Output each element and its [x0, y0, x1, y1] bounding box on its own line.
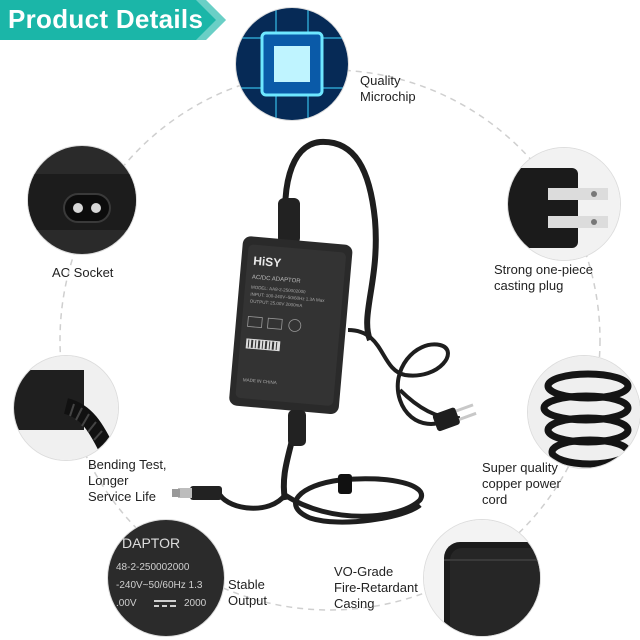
adapter-title: AC/DC ADAPTOR [252, 275, 302, 285]
label-cord: Super quality copper power cord [482, 460, 561, 507]
label-output: Stable Output [228, 577, 268, 608]
closeup-voltage: .00V [116, 598, 137, 609]
cord-circle [528, 356, 640, 468]
label-ac-socket: AC Socket [52, 265, 114, 280]
microchip-circle [236, 8, 348, 120]
ac-socket-circle [28, 146, 136, 254]
power-adapter-image: HiSY AC/DC ADAPTOR MODEL: AA8-2-25000200… [172, 138, 477, 525]
adapter-made-in: MADE IN CHINA [243, 377, 277, 385]
adapter-model: MODEL: AA8-2-250002000 [251, 285, 307, 295]
banner-background [0, 0, 226, 40]
closeup-current: 2000 [184, 598, 207, 609]
adapter-brand: HiSY [253, 254, 282, 270]
output-label-circle: DAPTOR 48-2-250002000 -240V~50/60Hz 1.3 … [108, 520, 224, 636]
closeup-model: 48-2-250002000 [116, 562, 190, 573]
adapter-input: INPUT: 100-240V~50/60Hz 1.3A Max [250, 292, 325, 304]
label-bending: Bending Test, Longer Service Life [88, 457, 167, 504]
product-details-banner: Product Details [0, 0, 228, 40]
strain-relief-bottom [288, 410, 306, 446]
barcode [245, 338, 281, 352]
casing-circle [424, 520, 540, 636]
label-plug: Strong one-piece casting plug [494, 262, 594, 293]
closeup-title: DAPTOR [122, 535, 180, 551]
label-casing: VO-Grade Fire-Retardant Casing [334, 564, 418, 611]
adapter-output: OUTPUT: 25.00V 2000mA [250, 299, 303, 309]
label-microchip: Quality Microchip [360, 73, 416, 104]
banner-title: Product Details [8, 4, 204, 34]
dc-symbol-icon [154, 600, 176, 602]
closeup-input: -240V~50/60Hz 1.3 [116, 580, 203, 591]
cable-tie [338, 474, 352, 494]
plug-body-icon [508, 168, 578, 248]
plug-circle [508, 148, 620, 260]
bending-circle [14, 356, 118, 460]
ac-socket-icon [63, 193, 111, 223]
us-plug [432, 403, 477, 432]
strain-relief-top [278, 198, 300, 244]
dc-barrel-connector [172, 486, 222, 500]
